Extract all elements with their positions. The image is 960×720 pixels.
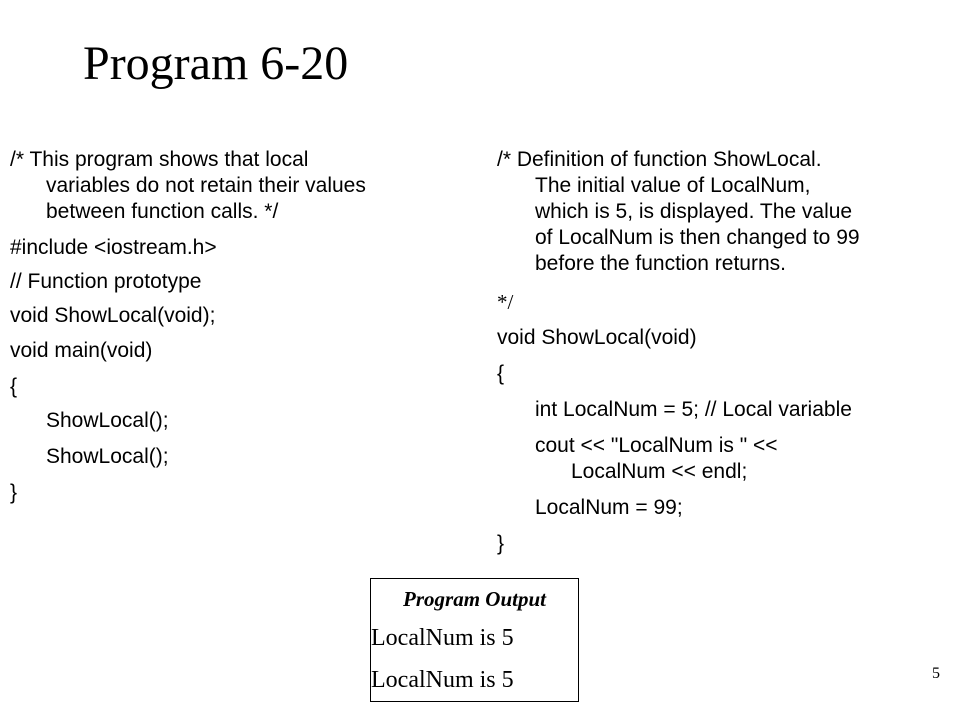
code-line: The initial value of LocalNum, [535,174,811,197]
slide-title: Program 6-20 [83,37,349,90]
code-line: /* This program shows that local [10,148,309,171]
code-line: before the function returns. [535,252,786,275]
code-line: ShowLocal(); [46,409,169,432]
program-output-box: Program Output LocalNum is 5 LocalNum is… [370,578,579,702]
code-line: // Function prototype [10,270,202,293]
code-line: void ShowLocal(void) [497,326,697,349]
code-line: which is 5, is displayed. The value [535,200,853,223]
code-line: #include <iostream.h> [10,236,217,259]
output-line: LocalNum is 5 [371,667,514,693]
code-line: variables do not retain their values [46,174,366,197]
code-line: /* Definition of function ShowLocal. [497,148,822,171]
program-output-heading: Program Output [403,587,546,611]
code-line: of LocalNum is then changed to 99 [535,226,860,249]
code-line: LocalNum << endl; [571,460,748,483]
code-line: } [10,481,18,504]
page-number: 5 [932,665,940,682]
code-line: } [497,532,505,555]
code-line: LocalNum = 99; [535,496,683,519]
code-line: ShowLocal(); [46,445,169,468]
code-line: void ShowLocal(void); [10,304,216,327]
output-line: LocalNum is 5 [371,625,514,651]
code-line: */ [497,290,514,314]
code-line: int LocalNum = 5; // Local variable [535,398,852,421]
code-line: between function calls. */ [46,200,279,223]
code-line: { [10,375,18,398]
code-line: { [497,362,505,385]
code-line: cout << "LocalNum is " << [535,434,778,457]
code-line: void main(void) [10,339,153,362]
